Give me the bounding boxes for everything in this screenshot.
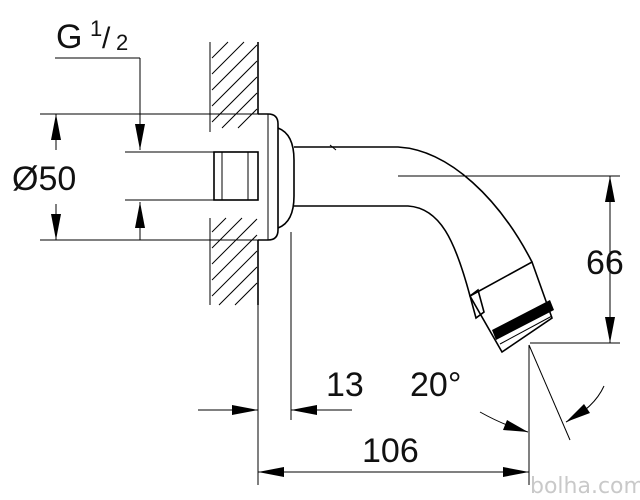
thread-label-main: G (56, 18, 82, 56)
length-arrow-left (258, 467, 284, 477)
angle-label: 20° (410, 366, 461, 404)
angle-arrow-left (503, 420, 528, 432)
length-arrow-right (503, 467, 529, 477)
thread-label-slash: / (102, 22, 111, 55)
thread-arrow-top (135, 124, 145, 150)
offset-label: 13 (326, 366, 364, 404)
length-label: 106 (362, 432, 419, 470)
offset-dimension: 13 (198, 232, 364, 420)
thread-callout: G 1 / 2 (55, 16, 214, 240)
diameter-arrow-bottom (51, 214, 61, 240)
thread-label-numerator: 1 (90, 16, 102, 41)
thread-label-denominator: 2 (116, 30, 128, 55)
angle-dimension: 20° (410, 344, 605, 441)
angle-arrow-right (566, 404, 590, 422)
wall-hatching (209, 41, 259, 306)
height-dimension: 66 (398, 175, 624, 344)
height-arrow-bottom (605, 317, 615, 343)
thread-arrow-bottom (135, 202, 145, 228)
diameter-dimension: Ø50 (12, 113, 258, 241)
spigot-body (213, 113, 554, 354)
length-dimension: 106 (257, 305, 530, 485)
height-label: 66 (586, 244, 624, 282)
offset-arrow-right (291, 405, 317, 415)
watermark: bolha.com (530, 474, 640, 499)
height-arrow-top (605, 176, 615, 202)
diameter-arrow-top (51, 114, 61, 140)
offset-arrow-left (232, 405, 258, 415)
diameter-label: Ø50 (12, 160, 76, 198)
